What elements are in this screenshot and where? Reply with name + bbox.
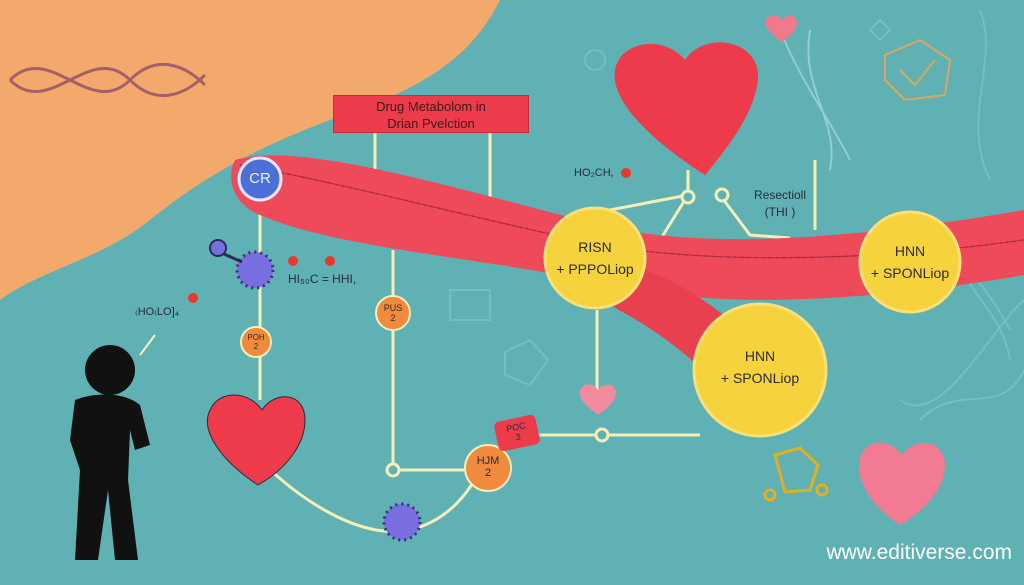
- formula-ho-lo: ₍HO₍LO]₄: [135, 306, 180, 318]
- pointer-line: [139, 334, 156, 356]
- hjm-label: HJM 2: [466, 455, 510, 479]
- large-pink-heart-icon: [859, 442, 945, 525]
- resection-annotation: Resectioll (THI ): [740, 187, 820, 221]
- poh-node: [240, 326, 272, 358]
- risn-line-1: RISN: [578, 239, 612, 255]
- small-heart-icon: [765, 15, 797, 42]
- dna-icon: [8, 62, 207, 98]
- virus-icon-bottom: [382, 502, 422, 542]
- annotation-line-1: Resectioll: [753, 188, 807, 202]
- hjm-node: [464, 444, 512, 492]
- risn-node: [543, 206, 647, 310]
- pus-node: [375, 295, 411, 331]
- pus-label: PUS 2: [376, 303, 410, 323]
- diagram-title: Drug Metabolom in Drian Pvelction: [333, 95, 529, 133]
- pink-heart-icon: [579, 384, 617, 415]
- hnn-center-node: [692, 302, 828, 438]
- hnn-center-line-2: + SPONLiop: [720, 370, 800, 386]
- pathway-lines: [258, 133, 817, 533]
- molecule-structure-icon: [763, 446, 829, 502]
- person-silhouette-icon: [70, 345, 150, 560]
- hnn-right-line-2: + SPONLiop: [870, 265, 950, 281]
- hnn-right-line-1: HNN: [894, 243, 926, 259]
- formula-ho-ch: HO₂CH,: [574, 167, 614, 179]
- heart-icon: [614, 42, 759, 176]
- poh-line-1: POH: [247, 333, 265, 342]
- hnn-right-label: HNN + SPONLiop: [860, 240, 960, 284]
- hnn-right-node: [858, 210, 962, 314]
- virus-icon: [209, 239, 275, 290]
- poh-label: POH 2: [241, 333, 271, 351]
- formula-h-c-hhi: HI₅₀C = HHI,: [288, 272, 357, 286]
- molecule-dots: [188, 168, 631, 303]
- heart-with-receptors-icon: [206, 394, 306, 486]
- pus-line-2: 2: [390, 313, 396, 323]
- poh-line-2: 2: [253, 342, 259, 351]
- cr-label: CR: [249, 170, 271, 187]
- hnn-center-label: HNN + SPONLiop: [700, 345, 820, 389]
- watermark: www.editiverse.com: [826, 541, 1012, 564]
- title-line-1: Drug Metabolom in: [376, 99, 486, 114]
- risn-line-2: + PPPOLiop: [556, 261, 634, 277]
- junction-nodes: [385, 187, 730, 478]
- annotation-line-2: (THI ): [764, 205, 796, 219]
- hjm-line-1: HJM: [476, 455, 500, 467]
- hnn-center-line-1: HNN: [744, 348, 776, 364]
- risn-label: RISN + PPPOLiop: [545, 236, 645, 280]
- blood-vessel-tube: [231, 155, 1024, 300]
- title-line-2: Drian Pvelction: [387, 116, 475, 131]
- pus-line-1: PUS: [383, 303, 403, 313]
- crystal-icon: [884, 38, 952, 102]
- hjm-line-2: 2: [484, 467, 492, 479]
- cr-node: [237, 156, 283, 202]
- poc-badge: [494, 414, 540, 452]
